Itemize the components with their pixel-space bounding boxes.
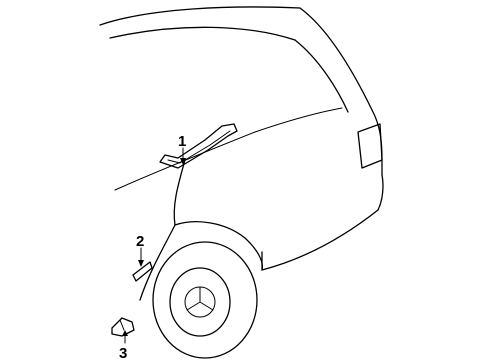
wheel-rim [169, 267, 231, 337]
tire [152, 241, 258, 359]
wheel-area [152, 221, 264, 359]
car-body [99, 6, 384, 301]
callout-label-1: 1 [178, 133, 186, 150]
callout-leaders [122, 147, 186, 344]
star-emblem-icon [184, 286, 216, 318]
fender-trim [132, 261, 153, 282]
mud-flap-bracket [111, 317, 135, 337]
callout-label-2: 2 [136, 233, 144, 250]
rear-spoiler [159, 123, 238, 169]
callout-label-3: 3 [119, 345, 127, 360]
